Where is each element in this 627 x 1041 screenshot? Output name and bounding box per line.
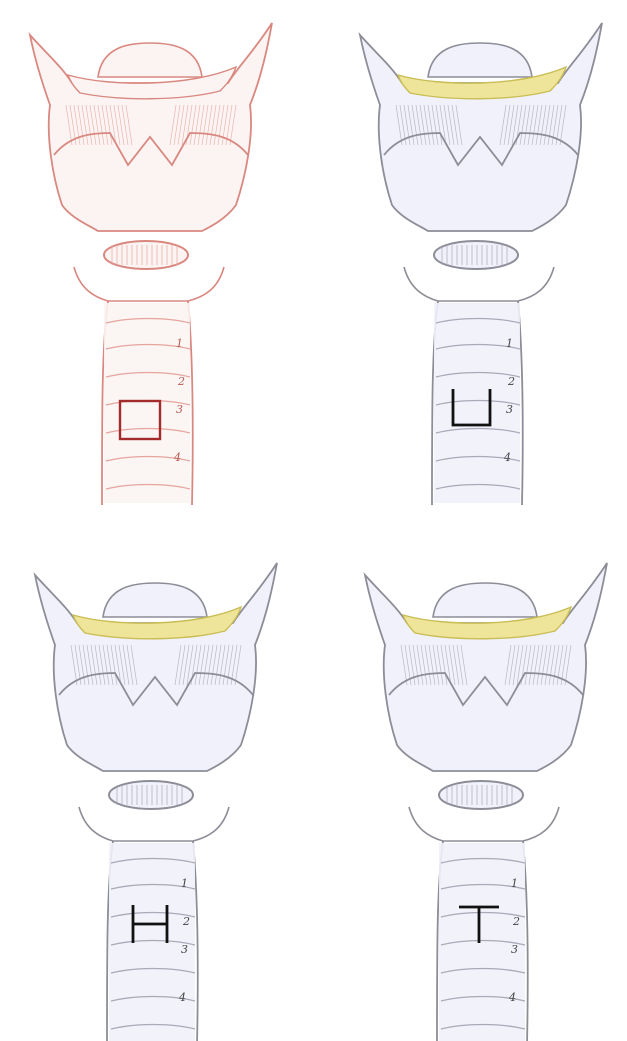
cricoid-band bbox=[79, 807, 229, 841]
ring-number-1: 1 bbox=[511, 877, 518, 890]
cricoid-band bbox=[409, 807, 559, 841]
panel-u-flap: 1 2 3 4 bbox=[360, 23, 602, 505]
epiglottis bbox=[98, 43, 202, 77]
panel-t-flap: 1 2 3 4 bbox=[365, 563, 607, 1041]
epiglottis bbox=[103, 583, 207, 617]
ring-number-2: 2 bbox=[177, 375, 185, 388]
ring-number-2: 2 bbox=[512, 915, 520, 928]
cricoid-band bbox=[74, 267, 224, 301]
ring-number-2: 2 bbox=[507, 375, 515, 388]
panel-h-flap: 1 2 3 4 bbox=[35, 563, 277, 1041]
cricoid-cartilage bbox=[439, 781, 523, 809]
ring-number-3: 3 bbox=[181, 943, 188, 956]
ring-number-2: 2 bbox=[182, 915, 190, 928]
cricoid-cartilage bbox=[109, 781, 193, 809]
cricoid-cartilage bbox=[434, 241, 518, 269]
ring-number-3: 3 bbox=[176, 403, 183, 416]
epiglottis bbox=[433, 583, 537, 617]
ring-number-4: 4 bbox=[503, 451, 511, 464]
ring-number-4: 4 bbox=[178, 991, 186, 1004]
ring-number-3: 3 bbox=[506, 403, 513, 416]
cricoid-band bbox=[404, 267, 554, 301]
ring-number-4: 4 bbox=[508, 991, 516, 1004]
epiglottis bbox=[428, 43, 532, 77]
ring-number-1: 1 bbox=[181, 877, 188, 890]
ring-number-1: 1 bbox=[176, 337, 183, 350]
ring-number-3: 3 bbox=[511, 943, 518, 956]
ring-number-1: 1 bbox=[506, 337, 513, 350]
cricoid-cartilage bbox=[104, 241, 188, 269]
panel-box-window: 1 2 3 4 bbox=[30, 23, 272, 505]
ring-number-4: 4 bbox=[173, 451, 181, 464]
